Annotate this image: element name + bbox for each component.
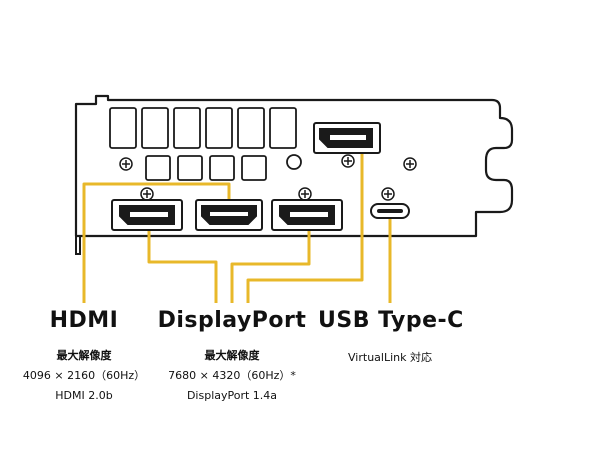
displayport-spec-heading: 最大解像度 bbox=[204, 349, 260, 362]
bracket-flap bbox=[75, 228, 81, 255]
displayport-version: DisplayPort 1.4a bbox=[186, 389, 278, 402]
hdmi-resolution: 4096 × 2160（60Hz） bbox=[22, 369, 146, 382]
vent-slot bbox=[205, 107, 233, 149]
usb-type-c-title: USB Type-C bbox=[318, 308, 464, 333]
vent-slot bbox=[109, 107, 137, 149]
screw-icon bbox=[341, 154, 355, 168]
dp-top-connector-line bbox=[246, 146, 364, 303]
dp-mid-connector-line bbox=[230, 218, 311, 303]
screw-icon bbox=[140, 187, 154, 201]
vent-slot bbox=[241, 155, 267, 181]
hdmi-title: HDMI bbox=[49, 308, 119, 333]
io-bracket-outline bbox=[74, 94, 514, 238]
hdmi-spec-heading: 最大解像度 bbox=[56, 349, 112, 362]
screw-icon bbox=[381, 187, 395, 201]
vent-slot bbox=[173, 107, 201, 149]
dp-left-connector-line bbox=[147, 218, 218, 303]
vent-slot bbox=[269, 107, 297, 149]
screw-icon bbox=[403, 157, 417, 171]
vent-slot bbox=[145, 155, 171, 181]
displayport-left bbox=[111, 199, 183, 231]
ports bbox=[111, 122, 410, 231]
screw-icon bbox=[298, 187, 312, 201]
vent-grid bbox=[109, 107, 302, 181]
vent-slot bbox=[237, 107, 265, 149]
hdmi-port bbox=[195, 199, 263, 231]
displayport-center bbox=[271, 199, 343, 231]
displayport-title: DisplayPort bbox=[157, 308, 307, 333]
vent-slot bbox=[141, 107, 169, 149]
vent-slot bbox=[177, 155, 203, 181]
connector-lines bbox=[82, 146, 392, 303]
screw-icon bbox=[119, 157, 133, 171]
screw-icons bbox=[119, 154, 417, 201]
hdmi-connector-line bbox=[82, 182, 231, 303]
usb-type-c-feature: VirtualLink 対応 bbox=[348, 351, 432, 364]
usb-c-port bbox=[370, 203, 410, 219]
displayport-resolution: 7680 × 4320（60Hz）* bbox=[168, 369, 296, 382]
vent-slot bbox=[209, 155, 235, 181]
displayport-top bbox=[313, 122, 381, 154]
vent-hole bbox=[286, 154, 302, 170]
hdmi-version: HDMI 2.0b bbox=[55, 389, 113, 402]
